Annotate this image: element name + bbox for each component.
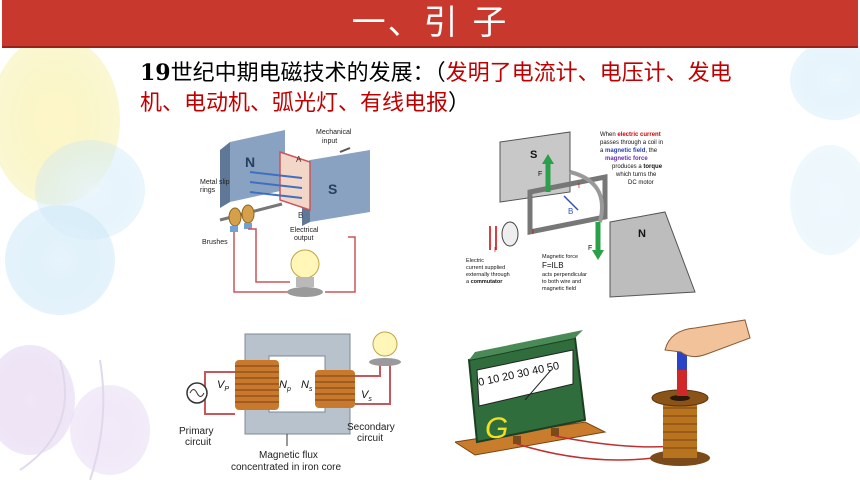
secondary-coil <box>315 370 355 408</box>
pole-s-label: S <box>530 149 537 161</box>
galvanometer-dial <box>476 349 574 407</box>
hand-icon <box>664 319 751 358</box>
coil-loop <box>527 173 608 236</box>
caption-line1-pre: When <box>600 132 617 138</box>
label-brushes: Brushes <box>202 239 228 246</box>
label-a: A <box>296 155 302 164</box>
heading-inventions: 发明了电流计、电压计、发电机、电动机、弧光灯、有线电报 <box>140 61 732 116</box>
caption-line3-post: , the <box>645 148 657 154</box>
label-output: output <box>294 235 314 242</box>
svg-text:Ns: Ns <box>301 379 313 393</box>
label-f1: F <box>538 171 542 178</box>
label-i3: I <box>494 247 496 254</box>
label-np: N <box>279 379 287 391</box>
svg-text:Np: Np <box>279 379 291 393</box>
note-current-supplied: current supplied <box>466 265 505 271</box>
heading-suffix: ） <box>448 91 471 116</box>
magnet-n-block <box>609 211 696 298</box>
label-vs: V <box>361 389 370 401</box>
caption-line5-bold: torque <box>643 164 662 170</box>
note-electric: Electric <box>466 258 484 264</box>
label-rings: rings <box>200 187 216 194</box>
label-primary-circuit: circuit <box>185 437 211 448</box>
transformer-diagram: VP Np Ns Vs Primary circuit Secondary ci… <box>179 331 401 473</box>
label-b: B <box>298 211 303 220</box>
bar-magnet-north <box>677 348 687 370</box>
slide-title: 一、引 子 <box>351 3 509 43</box>
label-electrical: Electrical <box>290 227 319 234</box>
title-banner: 一、引 子 <box>2 0 858 48</box>
label-f2: F <box>588 245 592 252</box>
intro-heading: 19世纪中期电磁技术的发展：（发明了电流计、电压计、发电机、电动机、弧光灯、有线… <box>140 58 760 119</box>
note-magnetic-force: Magnetic force <box>542 254 578 260</box>
label-ns: N <box>301 379 309 391</box>
label-i2: I <box>532 229 534 236</box>
note-magnetic-field: magnetic field <box>542 286 576 292</box>
svg-text:produces a torque: produces a torque <box>612 164 663 170</box>
caption-line5-pre: produces a <box>612 164 643 170</box>
primary-coil <box>235 360 279 410</box>
svg-text:When electric current: When electric current <box>600 132 661 138</box>
galvanometer-diagram: 0 10 20 30 40 50 G <box>455 319 751 466</box>
caption-line2: passes through a coil in <box>600 140 663 146</box>
label-mechanical: Mechanical <box>316 129 352 136</box>
light-bulb-icon <box>372 331 398 357</box>
heading-number: 19 <box>140 60 171 86</box>
label-np-sub: p <box>286 386 291 393</box>
label-primary: Primary <box>179 426 213 437</box>
note-to-both: to both wire and <box>542 279 581 285</box>
caption-line7: DC motor <box>628 180 654 186</box>
slip-ring-1 <box>228 207 242 227</box>
caption-line1-red: electric current <box>617 132 660 138</box>
label-vp-sub: P <box>224 386 229 393</box>
caption-line3-pre: a <box>600 148 605 154</box>
note-externally-through: externally through <box>466 272 510 278</box>
label-ns-sub: s <box>309 386 313 393</box>
heading-prefix: 世纪中期电磁技术的发展：（ <box>170 61 446 86</box>
pole-n-label: N <box>245 154 255 170</box>
caption-line6: which turns the <box>615 172 657 178</box>
note-commutator: commutator <box>471 279 504 285</box>
note-a: a <box>466 279 471 285</box>
slip-ring-2 <box>241 204 255 224</box>
svg-text:Vs: Vs <box>361 389 372 403</box>
pole-s-label: S <box>328 181 337 197</box>
note-formula: F=ILB <box>542 261 564 270</box>
svg-text:a commutator: a commutator <box>466 279 503 285</box>
label-i1: I <box>578 183 580 190</box>
label-vp: V <box>217 379 226 391</box>
svg-text:a magnetic field, the: a magnetic field, the <box>600 148 658 154</box>
label-b: B <box>568 207 573 216</box>
label-secondary-circuit: circuit <box>357 433 383 444</box>
label-magnetic-flux: Magnetic flux <box>259 450 318 461</box>
magnet-s-block <box>499 131 571 203</box>
coil-spool <box>663 400 697 458</box>
label-metal-slip: Metal slip <box>200 179 230 186</box>
commutator <box>501 221 519 247</box>
pole-n-label: N <box>638 228 646 240</box>
svg-text:VP: VP <box>217 379 229 393</box>
galvanometer-letter: G <box>485 412 508 445</box>
motor-diagram: S N F F B I I I When electric current pa… <box>466 131 696 298</box>
magnet-s-block <box>310 150 370 222</box>
bar-magnet-south <box>677 370 687 396</box>
label-secondary: Secondary <box>347 422 395 433</box>
magnet-n-block <box>230 130 285 202</box>
label-vs-sub: s <box>368 396 372 403</box>
caption-line3-blue: magnetic field <box>605 148 646 154</box>
caption-line4: magnetic force <box>605 156 648 162</box>
label-input: input <box>322 138 337 145</box>
light-bulb-icon <box>290 249 320 279</box>
label-concentrated: concentrated in iron core <box>231 462 342 473</box>
note-acts-perpendicular: acts perpendicular <box>542 272 587 278</box>
coil-loop <box>279 150 311 212</box>
generator-diagram: N S A B Mechanical input Metal slip ring… <box>200 129 370 297</box>
